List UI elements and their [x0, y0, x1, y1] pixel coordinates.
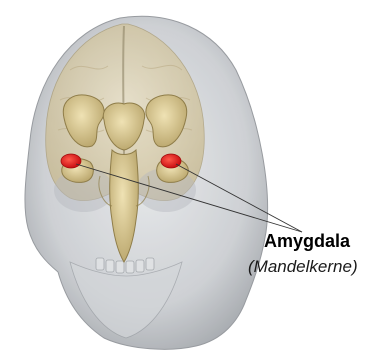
amygdala-label: Amygdala	[264, 231, 350, 252]
left-amygdala	[61, 154, 81, 168]
right-amygdala	[161, 154, 181, 168]
amygdala-german-label: (Mandelkerne)	[248, 257, 358, 277]
